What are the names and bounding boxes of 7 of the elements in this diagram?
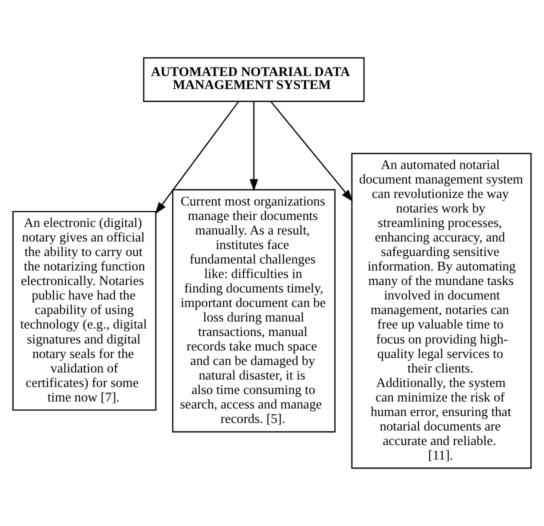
- arrow: [250, 102, 258, 192]
- node-box: An electronic (digital) notary gives an official the ability to carry out the notarizing function electronically. Notaries public have had the capability of using technology (e.g., digital signatures and digital notary seals for the validation of certificates) for some time now [7].: [12, 210, 156, 411]
- arrow: [155, 101, 239, 214]
- node-box: Current most organizations manage their documents manually. As a result, institutes face fundamental challenges like: difficulties in finding documents timely, important document can be loss during manual transactions, manual records take much space and can be damaged by natural disaster, it is also time consuming to search, access and manage records. [5].: [172, 189, 336, 432]
- node-box: An automated notarial document management system can revolutionize the way notaries work by streamlining processes, enhancing accuracy, and safeguarding sensitive information. By automating many of the mundane tasks involved in document management, notaries can free up valuable time to focus on providing high-quality legal services to their clients. Additionally, the system can minimize the risk of human error, ensuring that notarial documents are accurate and reliable. [11].: [351, 152, 532, 469]
- node-box: AUTOMATED NOTARIAL DATA MANAGEMENT SYSTEM: [143, 57, 365, 102]
- arrow: [270, 101, 353, 202]
